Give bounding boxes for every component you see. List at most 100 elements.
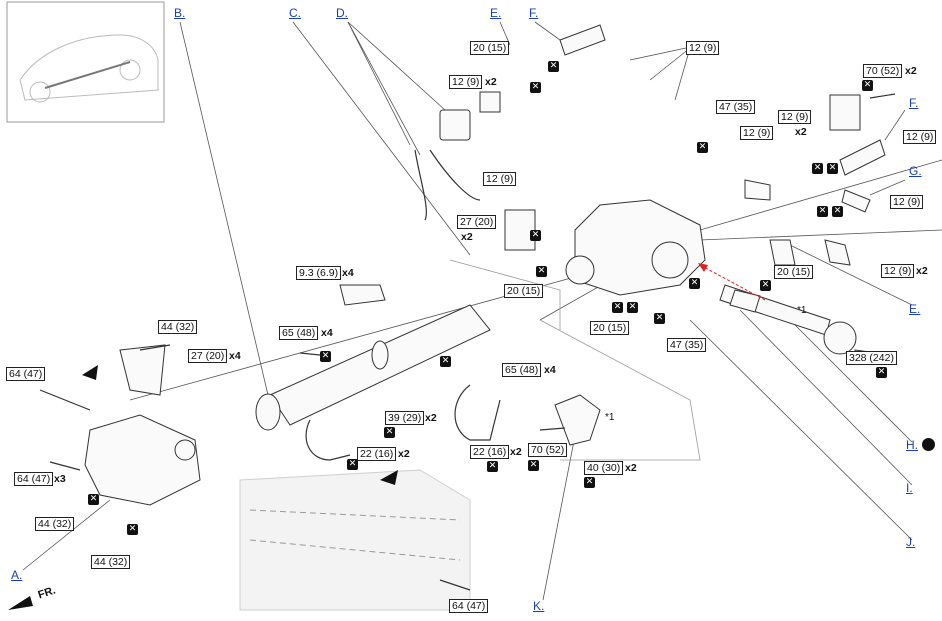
install-arrowhead (698, 263, 708, 272)
footnote-mark: *1 (797, 305, 807, 316)
multiplier: x2 (510, 446, 522, 458)
replace-icon: ✕ (689, 278, 700, 289)
indicator-dot (922, 438, 935, 451)
torque-label: 12 (9) (903, 130, 937, 144)
callout-e-right[interactable]: E. (909, 302, 921, 316)
torque-label: 65 (48) (279, 326, 319, 340)
breather-hoses (305, 149, 501, 461)
multiplier: x2 (905, 65, 917, 77)
torque-label: 70 (52) (863, 64, 903, 78)
callout-f-right[interactable]: F. (909, 96, 919, 110)
replace-icon: ✕ (584, 477, 595, 488)
torque-label: 12 (9) (483, 172, 517, 186)
callout-i[interactable]: I. (906, 481, 913, 495)
torque-label: 20 (15) (774, 265, 814, 279)
torque-label: 64 (47) (6, 367, 46, 381)
torque-label: 20 (15) (470, 41, 510, 55)
replace-icon: ✕ (88, 494, 99, 505)
replace-icon: ✕ (347, 459, 358, 470)
transfer-case (84, 414, 201, 506)
small-components (119, 24, 886, 396)
multiplier: x4 (342, 267, 354, 279)
install-direction-arrow (699, 264, 766, 301)
torque-label: 12 (9) (890, 195, 924, 209)
rear-differential-housing (565, 199, 706, 296)
replace-icon: ✕ (127, 524, 138, 535)
torque-label: 47 (35) (667, 338, 707, 352)
torque-label: 22 (16) (357, 447, 397, 461)
multiplier: x2 (625, 462, 637, 474)
replace-icon: ✕ (817, 206, 828, 217)
replace-icon: ✕ (827, 163, 838, 174)
replace-icon: ✕ (536, 266, 547, 277)
replace-icon: ✕ (862, 80, 873, 91)
replace-icon: ✕ (528, 460, 539, 471)
footnote-mark: *1 (605, 412, 615, 423)
replace-icon: ✕ (320, 351, 331, 362)
replace-icon: ✕ (548, 61, 559, 72)
rear-mount-bracket (554, 394, 601, 446)
callout-d[interactable]: D. (336, 6, 348, 20)
torque-label: 12 (9) (881, 264, 915, 278)
torque-label: 20 (15) (590, 321, 630, 335)
multiplier: x2 (398, 448, 410, 460)
torque-label: 44 (32) (91, 555, 131, 569)
torque-label: 44 (32) (35, 517, 75, 531)
vehicle-thumbnail (6, 1, 165, 123)
replace-icon: ✕ (384, 427, 395, 438)
torque-label: 70 (52) (528, 443, 568, 457)
section-outline (449, 259, 701, 461)
multiplier: x2 (461, 231, 473, 243)
front-arrow (8, 596, 33, 610)
replace-icon: ✕ (812, 163, 823, 174)
bolts (39, 93, 896, 591)
replace-icon: ✕ (440, 356, 451, 367)
replace-icon: ✕ (760, 280, 771, 291)
callout-a[interactable]: A. (11, 568, 23, 582)
torque-label: 65 (48) (502, 363, 542, 377)
torque-label: 40 (30) (584, 461, 624, 475)
replace-icon: ✕ (654, 313, 665, 324)
replace-icon: ✕ (697, 142, 708, 153)
torque-label: 22 (16) (470, 445, 510, 459)
callout-h[interactable]: H. (906, 438, 918, 452)
multiplier: x3 (54, 473, 66, 485)
multiplier: x2 (916, 265, 928, 277)
multiplier: x4 (321, 327, 333, 339)
direction-arrow-left (82, 365, 98, 380)
replace-icon: ✕ (627, 302, 638, 313)
torque-label: 20 (15) (504, 284, 544, 298)
torque-label: 12 (9) (686, 41, 720, 55)
torque-label: 27 (20) (457, 215, 497, 229)
callout-e-top[interactable]: E. (490, 6, 502, 20)
direction-arrow-mid (380, 470, 398, 485)
engine-block-ghost (239, 469, 471, 611)
torque-label: 12 (9) (778, 110, 812, 124)
torque-label: 12 (9) (449, 75, 483, 89)
torque-label: 39 (29) (385, 411, 425, 425)
torque-label: 328 (242) (846, 351, 897, 365)
torque-label: 64 (47) (14, 472, 54, 486)
multiplier: x4 (544, 364, 556, 376)
replace-icon: ✕ (832, 206, 843, 217)
replace-icon: ✕ (530, 82, 541, 93)
propeller-shaft (255, 304, 491, 431)
torque-label: 12 (9) (740, 126, 774, 140)
callout-g[interactable]: G. (909, 164, 922, 178)
replace-icon: ✕ (487, 461, 498, 472)
torque-label: 9.3 (6.9) (296, 266, 342, 280)
torque-label: 64 (47) (449, 599, 489, 613)
multiplier: x2 (795, 126, 807, 138)
callout-k[interactable]: K. (533, 599, 545, 613)
multiplier: x4 (229, 350, 241, 362)
torque-label: 27 (20) (188, 349, 228, 363)
callout-b[interactable]: B. (174, 6, 186, 20)
multiplier: x2 (425, 412, 437, 424)
callout-j[interactable]: J. (906, 535, 916, 549)
multiplier: x2 (485, 76, 497, 88)
replace-icon: ✕ (612, 302, 623, 313)
callout-f-top[interactable]: F. (529, 6, 539, 20)
callout-c[interactable]: C. (289, 6, 301, 20)
torque-label: 47 (35) (716, 100, 756, 114)
